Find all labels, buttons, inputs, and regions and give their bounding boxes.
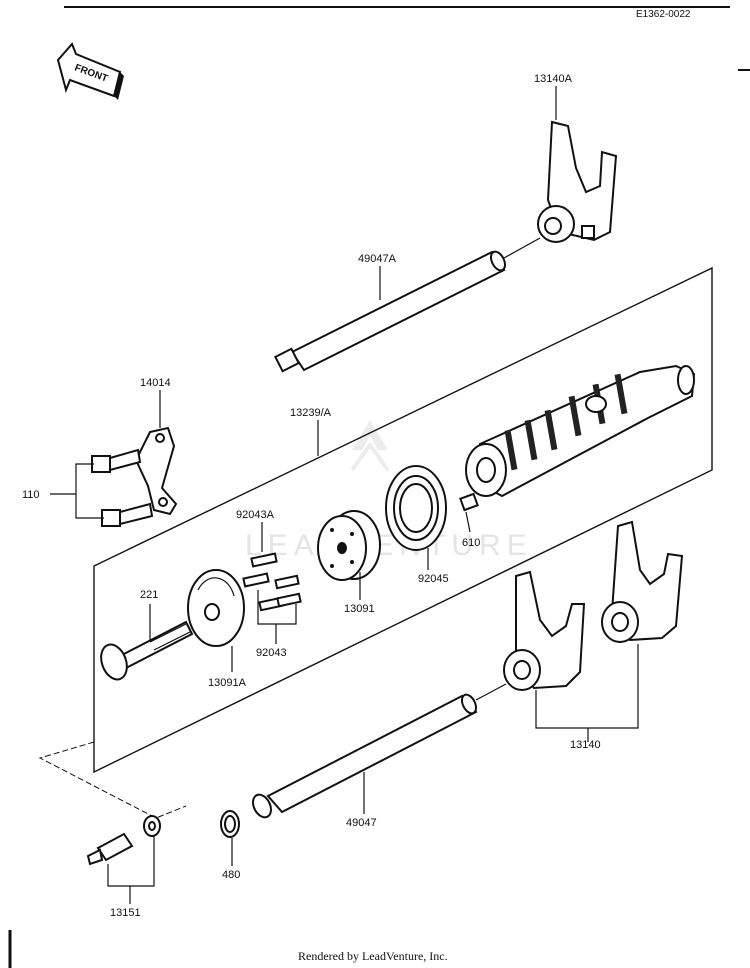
bolts-110 xyxy=(91,448,154,527)
label-49047: 49047 xyxy=(346,817,377,829)
shift-drum-plate xyxy=(187,569,245,647)
shift-fork-upper xyxy=(537,120,618,243)
label-610: 610 xyxy=(462,537,480,549)
label-480: 480 xyxy=(222,869,240,881)
label-13151: 13151 xyxy=(110,907,141,919)
shift-rod-lower xyxy=(252,683,507,819)
shift-rod-upper xyxy=(274,237,541,373)
ball-bearing xyxy=(385,465,447,551)
cut-plane-outline xyxy=(93,266,713,774)
circlip xyxy=(220,810,240,838)
label-14014: 14014 xyxy=(140,377,171,389)
doc-code: E1362-0022 xyxy=(636,9,691,20)
label-13091: 13091 xyxy=(344,603,375,615)
watermark-logo xyxy=(350,420,390,472)
label-221: 221 xyxy=(140,589,158,601)
label-49047A: 49047A xyxy=(358,253,397,265)
footer-credit: Rendered by LeadVenture, Inc. xyxy=(298,949,448,963)
pin-set xyxy=(242,552,302,612)
label-13091A: 13091A xyxy=(208,677,247,689)
guide-bracket xyxy=(134,426,178,516)
label-13140A: 13140A xyxy=(534,73,573,85)
drum-pin xyxy=(459,492,479,512)
pin-bracket xyxy=(257,590,297,625)
shift-drum xyxy=(465,364,696,498)
label-92045: 92045 xyxy=(418,573,449,585)
projection-line xyxy=(38,741,187,819)
label-13239A: 13239/A xyxy=(290,407,332,419)
neutral-switch xyxy=(86,815,161,866)
shift-forks-lower xyxy=(503,520,684,691)
front-arrow-icon: FRONT xyxy=(56,42,124,100)
label-13140: 13140 xyxy=(570,739,601,751)
label-92043A: 92043A xyxy=(236,509,275,521)
label-110: 110 xyxy=(22,489,40,501)
watermark-text: LEADVENTURE xyxy=(245,529,533,562)
drum-screw xyxy=(100,620,194,681)
label-92043: 92043 xyxy=(256,647,287,659)
drum-holder xyxy=(317,510,381,581)
